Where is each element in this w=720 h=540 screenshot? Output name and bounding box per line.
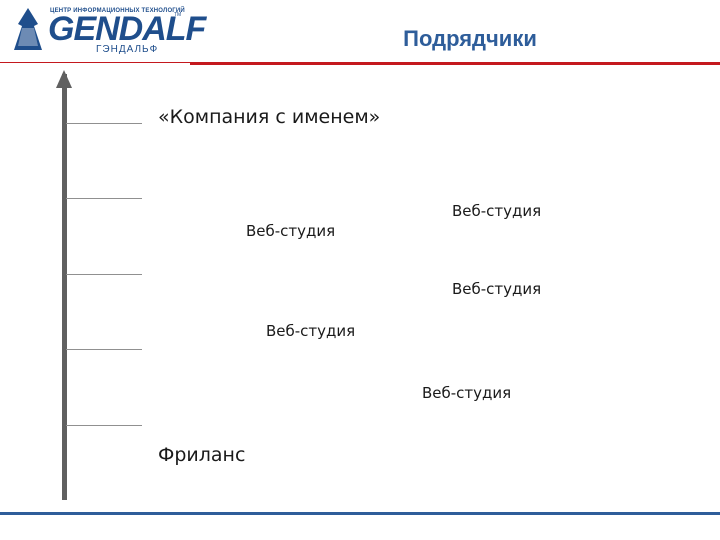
- footer-rule: [0, 512, 720, 515]
- scale-item: Веб-студия: [452, 280, 542, 298]
- logo-trademark: TM: [174, 12, 182, 18]
- logo-brand-ru: ГЭНДАЛЬФ: [96, 44, 159, 55]
- scale-tick: [66, 274, 142, 275]
- scale-tick: [66, 123, 142, 124]
- logo-brand: GENDALF: [48, 10, 206, 48]
- logo-tagline: ЦЕНТР ИНФОРМАЦИОННЫХ ТЕХНОЛОГИЙ: [50, 8, 185, 14]
- gendalf-logo: ЦЕНТР ИНФОРМАЦИОННЫХ ТЕХНОЛОГИЙ GENDALF …: [8, 6, 206, 58]
- header-rule-left: [0, 62, 190, 63]
- header-rule: [190, 62, 720, 65]
- scale-item: Веб-студия: [246, 222, 336, 240]
- scale-tick: [66, 198, 142, 199]
- scale-item: Веб-студия: [422, 384, 512, 402]
- slide-title: Подрядчики: [403, 26, 537, 51]
- scale-label-bottom: Фриланс: [158, 444, 246, 466]
- scale-item: Веб-студия: [452, 202, 542, 220]
- wizard-icon: [14, 8, 42, 50]
- scale-tick: [66, 349, 142, 350]
- scale-label-top: «Компания с именем»: [158, 106, 381, 128]
- scale-axis: [62, 74, 67, 500]
- scale-item: Веб-студия: [266, 322, 356, 340]
- scale-tick: [66, 425, 142, 426]
